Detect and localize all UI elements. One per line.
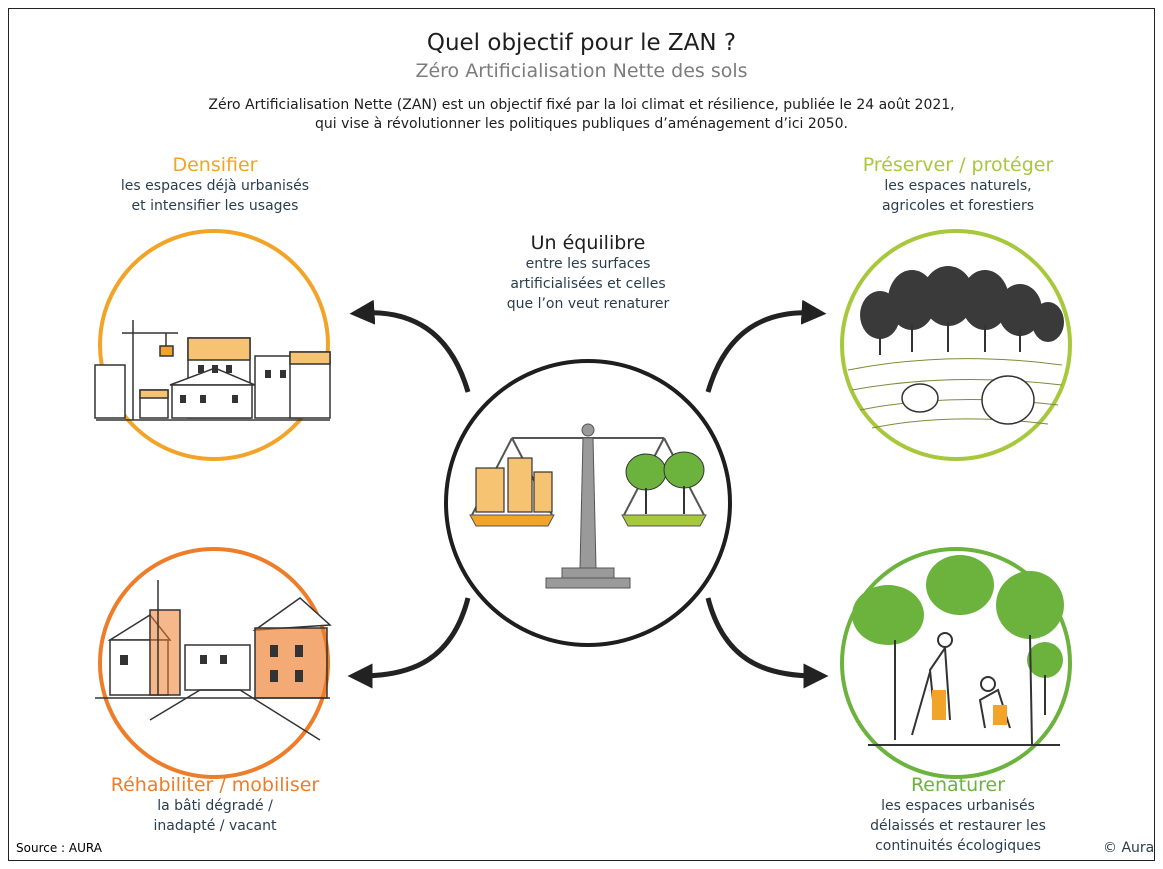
arrow-to-rehabiliter (347, 597, 471, 689)
scale-icon (444, 359, 732, 647)
center-label: Un équilibre entre les surfaces artifici… (460, 232, 716, 314)
preserver-heading: Préserver / protéger (862, 154, 1054, 176)
page-subtitle: Zéro Artificialisation Nette des sols (415, 60, 748, 82)
rehabiliter-label: Réhabiliter / mobiliser la bâti dégradé … (70, 774, 360, 836)
rehabiliter-line-1: la bâti dégradé / (157, 798, 273, 814)
rehabiliter-illustration (95, 547, 332, 779)
center-line-3: que l’on veut renaturer (506, 296, 670, 312)
rehabiliter-line-2: inadapté / vacant (153, 818, 277, 834)
renaturer-line-1: les espaces urbanisés (881, 798, 1035, 814)
renaturer-illustration (840, 547, 1072, 779)
rehabiliter-heading: Réhabiliter / mobiliser (110, 774, 320, 796)
intro-line-2: qui vise à révolutionner les politiques … (315, 116, 848, 132)
renaturer-label: Renaturer les espaces urbanisés délaissé… (808, 774, 1108, 856)
center-line-2: artificialisées et celles (510, 276, 666, 292)
copyright-credit: © Aura (1103, 840, 1155, 856)
source-credit: Source : AURA (16, 841, 102, 855)
intro-text: Zéro Artificialisation Nette (ZAN) est u… (0, 96, 1163, 134)
arrow-to-renaturer (705, 597, 829, 689)
renaturer-line-2: délaissés et restaurer les (870, 818, 1046, 834)
preserver-line-1: les espaces naturels, (884, 178, 1032, 194)
densifier-heading: Densifier (172, 154, 258, 176)
center-heading: Un équilibre (530, 232, 646, 254)
intro-line-1: Zéro Artificialisation Nette (ZAN) est u… (208, 97, 955, 113)
densifier-illustration (94, 229, 331, 461)
densifier-line-2: et intensifier les usages (131, 198, 299, 214)
renaturer-line-3: continuités écologiques (875, 838, 1041, 854)
densifier-line-1: les espaces déjà urbanisés (120, 178, 310, 194)
infographic-frame (8, 8, 1155, 861)
arrow-icon (347, 299, 829, 689)
page-title: Quel objectif pour le ZAN ? (426, 30, 737, 56)
arrow-to-preserver (705, 299, 827, 393)
densifier-label: Densifier les espaces déjà urbanisés et … (70, 154, 360, 216)
renaturer-heading: Renaturer (910, 774, 1006, 796)
preserver-label: Préserver / protéger les espaces naturel… (808, 154, 1108, 216)
preserver-line-2: agricoles et forestiers (881, 198, 1035, 214)
preserver-illustration (840, 229, 1072, 461)
center-line-1: entre les surfaces (525, 256, 651, 272)
arrow-to-densifier (349, 299, 471, 393)
